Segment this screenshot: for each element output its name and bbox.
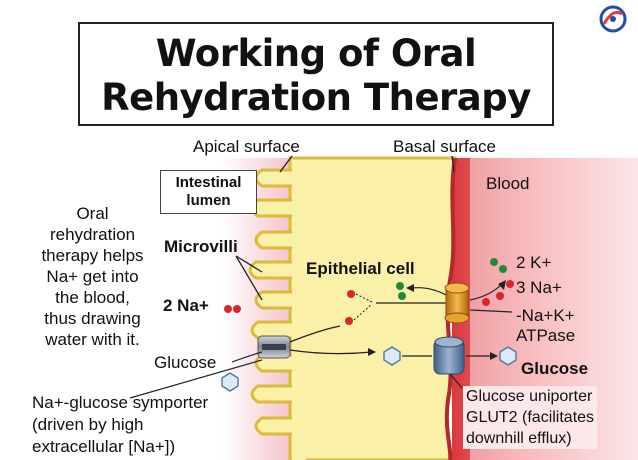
glucose-molecule [384, 347, 400, 365]
symporter-line: (driven by high [32, 414, 208, 436]
title-line-2: Rehydration Therapy [101, 76, 531, 119]
microvilli-label: Microvilli [164, 237, 238, 257]
symporter-description: Na+-glucose symporter (driven by high ex… [32, 392, 208, 458]
explanation-line: Na+ get into [20, 266, 165, 287]
explanation-line: Oral [20, 203, 165, 224]
lumen-line-1: Intestinal [176, 174, 242, 191]
na-k-atpase-label: -Na+K+ ATPase [516, 306, 575, 346]
brand-logo-icon [598, 4, 628, 34]
na-glucose-symporter [258, 336, 290, 358]
lumen-line-2: lumen [186, 192, 230, 209]
na-ion [233, 305, 241, 313]
two-na-label: 2 Na+ [163, 296, 209, 316]
uniporter-line: Glucose uniporter [466, 386, 594, 407]
explanation-line: thus drawing [20, 308, 165, 329]
two-k-label: 2 K+ [516, 253, 551, 273]
explanation-line: rehydration [20, 224, 165, 245]
title-line-1: Working of Oral [156, 32, 476, 75]
glucose-blood-label: Glucose [521, 359, 588, 379]
page-title: Working of Oral Rehydration Therapy [80, 32, 552, 120]
explanation-line: water with it. [20, 329, 165, 350]
explanation-line: the blood, [20, 287, 165, 308]
uniporter-line: GLUT2 (facilitates [466, 407, 594, 428]
k-ion [490, 258, 498, 266]
na-k-atpase-pump [445, 283, 469, 323]
na-ion [345, 317, 353, 325]
epithelial-cell-shape [290, 158, 455, 460]
na-ion [224, 305, 232, 313]
na-ion [496, 292, 504, 300]
symporter-line: Na+-glucose symporter [32, 392, 208, 414]
pump-line-1: -Na+K+ [516, 306, 575, 325]
na-ion [347, 290, 355, 298]
blood-label: Blood [486, 174, 529, 194]
title-box: Working of Oral Rehydration Therapy [78, 22, 554, 126]
k-ion [398, 292, 406, 300]
glucose-molecule [500, 347, 516, 365]
basal-surface-label: Basal surface [393, 137, 496, 157]
ort-explanation: Oral rehydration therapy helps Na+ get i… [20, 203, 165, 350]
glucose-lumen-label: Glucose [154, 353, 216, 373]
uniporter-line: downhill efflux) [466, 428, 594, 449]
symporter-line: extracellular [Na+]) [32, 436, 208, 458]
three-na-label: 3 Na+ [516, 278, 562, 298]
pump-line-2: ATPase [516, 326, 575, 345]
intestinal-lumen-label: Intestinal lumen [160, 170, 257, 214]
glucose-molecule [222, 373, 238, 391]
uniporter-description: Glucose uniporter GLUT2 (facilitates dow… [463, 386, 597, 449]
apical-surface-label: Apical surface [193, 137, 300, 157]
explanation-line: therapy helps [20, 245, 165, 266]
glut2-uniporter [434, 337, 464, 374]
na-ion [506, 280, 514, 288]
k-ion [396, 282, 404, 290]
k-ion [499, 265, 507, 273]
epithelial-cell-label: Epithelial cell [306, 259, 415, 279]
na-ion [482, 298, 490, 306]
